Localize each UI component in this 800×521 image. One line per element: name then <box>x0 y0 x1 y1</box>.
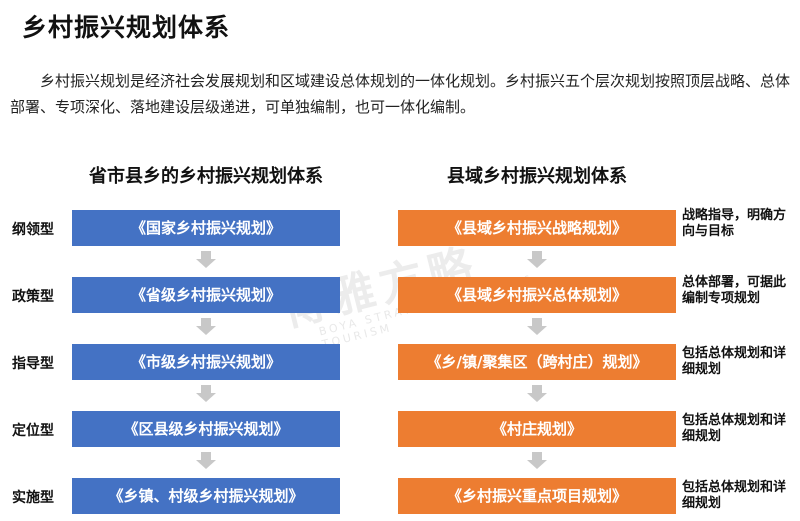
right-column-heading: 县域乡村振兴规划体系 <box>447 166 627 187</box>
page-title: 乡村振兴规划体系 <box>22 13 231 42</box>
level-label-directive: 指导型 <box>12 356 54 372</box>
left-column-heading: 省市县乡的乡村振兴规划体系 <box>89 166 323 187</box>
left-box-provincial: 《省级乡村振兴规划》 <box>72 277 340 313</box>
right-box-county-overall: 《县域乡村振兴总体规划》 <box>398 277 676 313</box>
right-box-county-strategy: 《县域乡村振兴战略规划》 <box>398 210 676 246</box>
note-5: 包括总体规划和详细规划 <box>682 480 787 511</box>
left-box-national: 《国家乡村振兴规划》 <box>72 210 340 246</box>
left-box-township-village: 《乡镇、村级乡村振兴规划》 <box>72 478 340 514</box>
left-box-municipal: 《市级乡村振兴规划》 <box>72 344 340 380</box>
note-1: 战略指导，明确方向与目标 <box>682 208 787 239</box>
note-4: 包括总体规划和详细规划 <box>682 413 787 444</box>
right-box-township-cluster: 《乡/镇/聚集区（跨村庄）规划》 <box>398 344 676 380</box>
level-label-policy: 政策型 <box>12 289 54 305</box>
note-3: 包括总体规划和详细规划 <box>682 346 787 377</box>
right-box-village: 《村庄规划》 <box>398 411 676 447</box>
level-label-guiding: 纲领型 <box>12 222 54 238</box>
right-box-key-projects: 《乡村振兴重点项目规划》 <box>398 478 676 514</box>
intro-paragraph: 乡村振兴规划是经济社会发展规划和区域建设总体规划的一体化规划。乡村振兴五个层次规… <box>10 72 791 116</box>
level-label-implementation: 实施型 <box>12 490 54 506</box>
level-label-positioning: 定位型 <box>12 423 54 439</box>
note-2: 总体部署，可据此编制专项规划 <box>682 275 787 306</box>
left-box-district-county: 《区县级乡村振兴规划》 <box>72 411 340 447</box>
